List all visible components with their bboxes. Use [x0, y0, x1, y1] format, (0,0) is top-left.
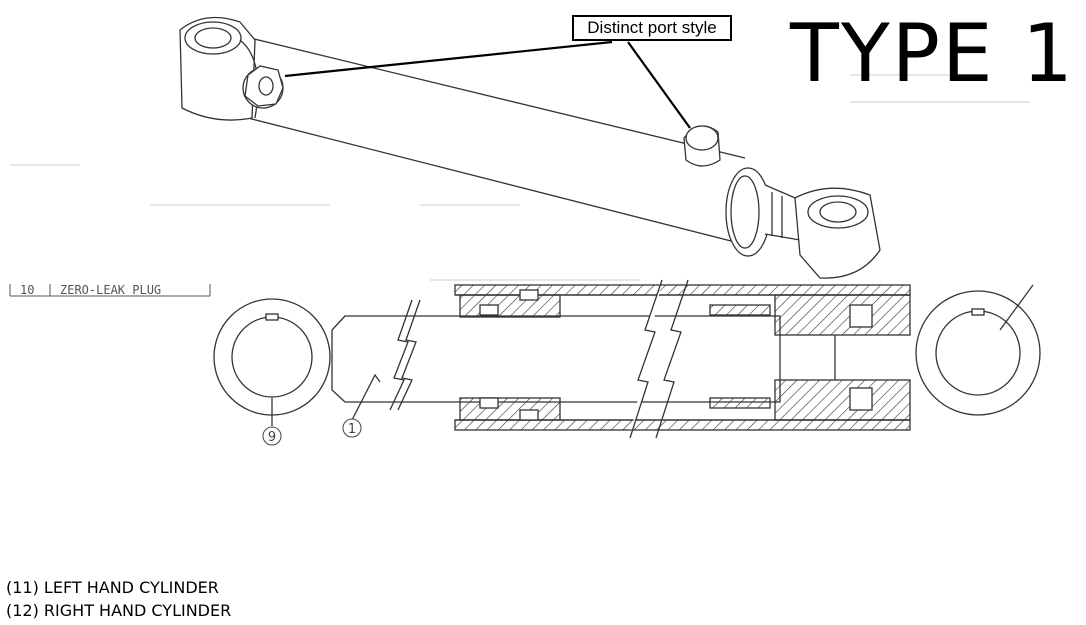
legend-left-hand: (11) LEFT HAND CYLINDER: [6, 578, 219, 597]
break-line-1: [389, 299, 413, 411]
svg-text:9: 9: [268, 430, 276, 445]
rear-clevis-bore: [184, 21, 242, 55]
barrel-top-edge: [249, 37, 746, 159]
balloon-1: 1: [342, 418, 362, 438]
balloon-9: 9: [262, 426, 282, 446]
right-bushing: [915, 290, 1041, 416]
front-clevis-bore: [807, 195, 869, 229]
section-view: [213, 279, 1041, 439]
piston-top: [774, 294, 911, 336]
faded-background-text: [10, 74, 1030, 281]
gland-bottom: [459, 397, 561, 421]
break-line-2: [629, 279, 663, 439]
parts-table-number: 10: [20, 283, 35, 297]
isometric-cylinder: [179, 16, 881, 279]
rear-port-fitting: [242, 65, 284, 109]
callout-box: Distinct port style: [572, 15, 732, 41]
page-title: TYPE 1: [790, 7, 1075, 100]
barrel-bottom-edge: [247, 117, 736, 243]
gland-head: [725, 167, 771, 257]
left-bushing: [213, 298, 331, 416]
barrel-wall-bottom: [454, 419, 911, 431]
parts-table-description: ZERO-LEAK PLUG: [60, 283, 162, 297]
svg-text:1: 1: [348, 422, 356, 437]
piston-bottom: [774, 379, 911, 421]
front-port-fitting: [683, 125, 721, 167]
legend-right-hand: (12) RIGHT HAND CYLINDER: [6, 601, 232, 620]
parts-table-row: [9, 284, 211, 297]
callout-leaders: [284, 40, 691, 129]
gland-top: [459, 294, 561, 318]
